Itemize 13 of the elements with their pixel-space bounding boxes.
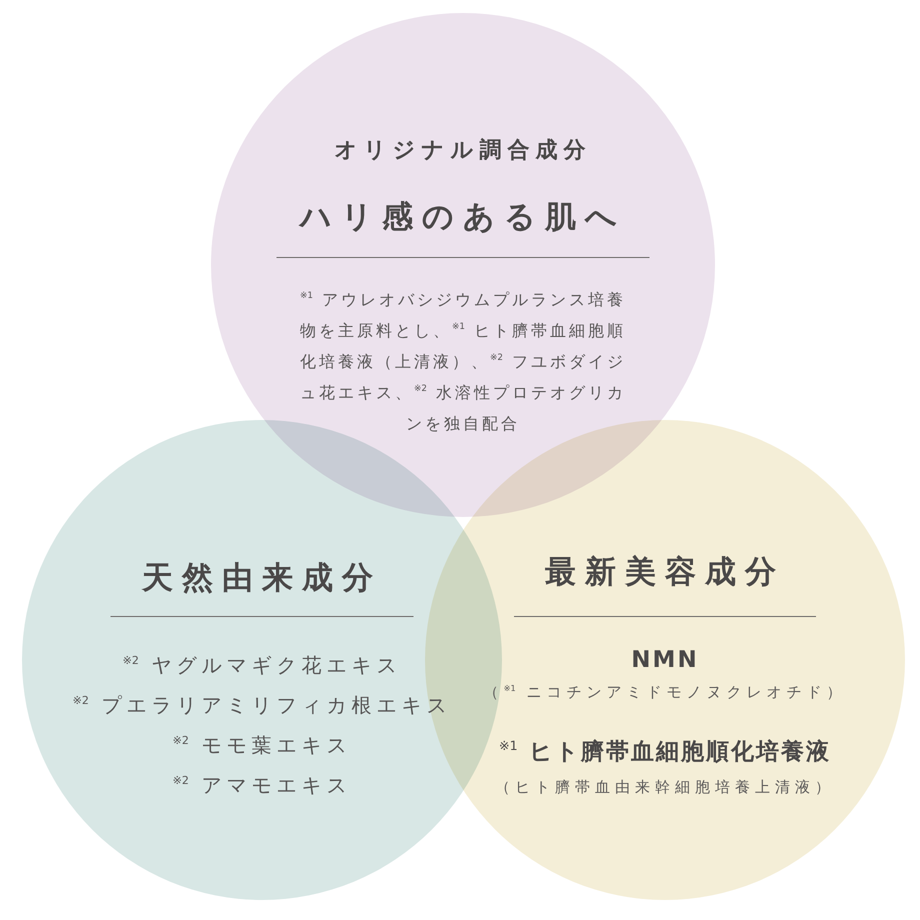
ingredient-item: $^{※2}$ プエラリアミリフィカ根エキス	[72, 692, 452, 719]
circle-title: 天然由来成分	[142, 559, 382, 598]
ingredient-item: $^{※2}$ モモ葉エキス	[172, 732, 352, 759]
ingredient-name: $^{※1}$ ヒト臍帯血細胞順化培養液	[499, 737, 831, 767]
ingredient-description: $^{※1}$ アウレオバシジウムプルランス培養物を主原料とし、$^{※1}$ ヒト臍帯血細胞順化培養液（上清液）、$^{※2}$ フユボダイジュ花エキス、$^{※2}$ 水溶性プロテオグリカンを独自配合	[299, 289, 627, 435]
ingredient-item: $^{※2}$ アマモエキス	[172, 772, 352, 799]
ingredient-name: NMN	[631, 646, 699, 675]
circle-title: 最新美容成分	[545, 553, 785, 592]
tagline: オリジナル調合成分	[334, 137, 592, 165]
ingredient-note: （ヒト臍帯血由来幹細胞培養上清液）	[495, 777, 835, 797]
ingredient-note: （$^{※1}$ ニコチンアミドモノヌクレオチド）	[484, 682, 846, 702]
circle-title: ハリ感のある肌へ	[300, 198, 626, 237]
ingredient-item: $^{※2}$ ヤグルマギク花エキス	[122, 652, 402, 679]
